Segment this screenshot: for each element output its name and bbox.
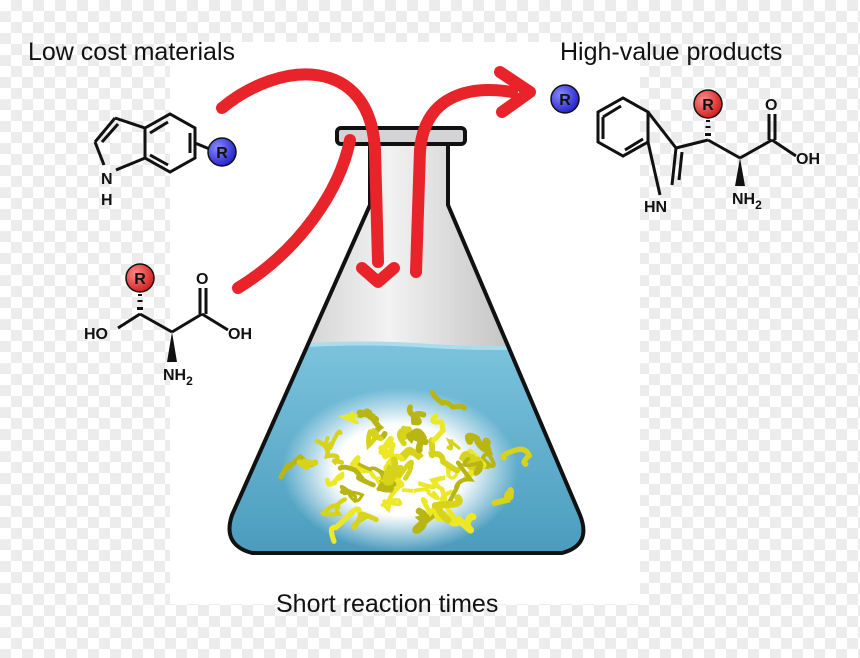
enzyme-ribbon [417,475,446,490]
enzyme-ribbon [464,432,494,456]
arrow-in-threonine [232,134,356,294]
caption-low-cost-materials: Low cost materials [28,38,236,66]
enzyme-ribbon [491,487,515,506]
enzyme-ribbon [440,511,477,534]
caption-high-value-products: High-value products [560,38,783,66]
product-hn-label: HN [644,199,667,216]
svg-text:R: R [702,97,714,114]
wedge-bond [167,332,177,362]
product-o-label: O [765,97,777,114]
arrow-out [410,84,518,278]
beta-hydroxy-amino-acid-structure [117,288,229,334]
enzyme-ribbon [406,428,429,454]
threonine-ho-label: HO [84,326,108,343]
threonine-o-label: O [196,271,208,288]
enzyme-ribbon [385,476,405,503]
indole-structure [93,112,213,174]
indole-h-label: H [101,192,113,209]
enzyme-ribbon [396,425,413,447]
enzyme-ribbon [314,438,345,466]
enzyme-ribbon [296,458,319,470]
enzyme-ribbon [351,511,379,531]
enzyme-ribbon [349,454,371,474]
protein-ribbon-icon [278,388,533,552]
enzyme-ribbon [462,456,484,476]
enzyme-ribbon [431,494,463,524]
enzyme-ribbon [347,490,365,503]
enzyme-ribbon [447,460,475,504]
enzyme-ribbon [388,459,414,482]
indole-n-label: N [101,171,113,188]
enzyme-ribbon [366,427,384,451]
product-beta-r-badge: R [693,89,723,119]
enzyme-ribbon [328,506,363,544]
reaction-arrows [216,66,536,294]
threonine-nh2-label: NH2 [163,367,193,388]
product-wedge-bond [735,158,745,186]
product-ring-r-badge: R [550,84,580,114]
enzyme-ribbon [396,446,424,462]
enzyme-ribbon [480,452,496,469]
caption-short-reaction-times: Short reaction times [276,590,499,618]
arrow-out-head [494,66,536,118]
enzyme-ribbon [428,437,461,474]
enzyme-ribbon [337,464,376,488]
enzyme-ribbon [429,389,467,411]
enzyme-ribbon [445,437,461,451]
svg-text:R: R [559,92,571,109]
enzyme-ribbon [500,446,533,467]
enzyme-ribbon [339,484,354,496]
threonine-oh-label: OH [228,326,252,343]
enzyme-ribbon [380,498,403,514]
threonine-r-badge: R [125,263,155,293]
arrow-in-indole [216,68,384,268]
enzyme-ribbon [356,408,380,423]
product-oh-label: OH [796,151,820,168]
enzyme-ribbon [337,411,359,425]
enzyme-ribbon [412,507,437,534]
enzyme-ribbon [325,471,345,487]
enzyme-ribbon [378,436,394,460]
beta-substituted-tryptophan-structure [596,96,797,196]
enzyme-ribbon [320,497,348,517]
svg-text:R: R [134,271,146,288]
enzyme-ribbon [430,413,447,444]
svg-text:R: R [216,145,228,162]
flask-lip [335,126,467,146]
indole-r-badge: R [207,137,237,167]
enzyme-ribbon [406,404,427,426]
product-nh2-label: NH2 [732,191,762,212]
enzyme-ribbon [382,456,404,486]
arrow-in-head [356,262,400,288]
